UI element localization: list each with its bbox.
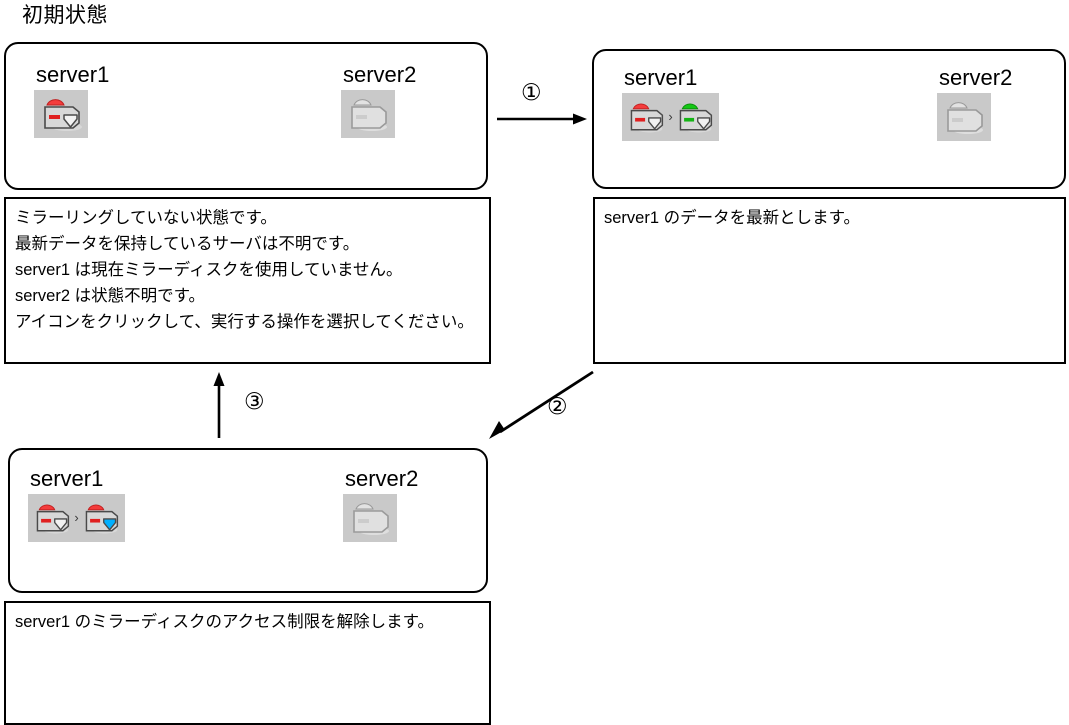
mirror-disk-disabled-icon[interactable] — [346, 94, 390, 134]
description-box-step2: server1 のミラーディスクのアクセス制限を解除します。 — [4, 601, 491, 725]
arrow-step-3 — [213, 372, 225, 438]
server-block-server2: server2 — [341, 62, 416, 138]
mirror-disk-disabled-icon[interactable] — [348, 498, 392, 538]
icon-tray[interactable] — [343, 494, 397, 542]
mirror-disk-green-icon[interactable] — [675, 98, 715, 136]
description-line: ミラーリングしていない状態です。 — [15, 209, 277, 227]
arrow-step-1 — [497, 113, 587, 125]
step-number-1: ① — [521, 80, 542, 106]
icon-tray[interactable] — [34, 90, 88, 138]
description-line: server1 のミラーディスクのアクセス制限を解除します。 — [15, 613, 434, 631]
description-line: server1 のデータを最新とします。 — [604, 209, 860, 227]
step-number-2: ② — [547, 394, 568, 420]
panel-step1-state: server1 › ser — [592, 49, 1066, 189]
server-label: server2 — [343, 62, 417, 87]
server-label: server1 — [30, 466, 104, 491]
server-label: server2 — [939, 65, 1013, 90]
page-title: 初期状態 — [22, 4, 108, 27]
server-block-server1: server1 › — [28, 466, 125, 542]
panel-step2-state: server1 › ser — [8, 448, 488, 593]
description-line: アイコンをクリックして、実行する操作を選択してください。 — [15, 313, 474, 331]
arrow-step-2 — [489, 370, 594, 439]
mirror-disk-red-icon[interactable] — [39, 94, 83, 134]
mirror-disk-red-icon[interactable] — [32, 499, 72, 537]
server-label: server1 — [36, 62, 110, 87]
description-line: server2 は状態不明です。 — [15, 287, 205, 305]
transition-chevron-icon: › — [668, 109, 673, 124]
icon-tray[interactable]: › — [28, 494, 125, 542]
panel-initial-state: server1 server2 — [4, 42, 488, 190]
mirror-disk-red-icon[interactable] — [626, 98, 666, 136]
icon-tray[interactable]: › — [622, 93, 719, 141]
description-line: 最新データを保持しているサーバは不明です。 — [15, 235, 360, 253]
icon-tray[interactable] — [341, 90, 395, 138]
mirror-disk-red-blue-icon[interactable] — [81, 499, 121, 537]
server-block-server2: server2 — [937, 65, 1012, 141]
description-line: server1 は現在ミラーディスクを使用していません。 — [15, 261, 403, 279]
mirror-disk-disabled-icon[interactable] — [942, 97, 986, 137]
icon-tray[interactable] — [937, 93, 991, 141]
server-block-server1: server1 › — [622, 65, 719, 141]
step-number-3: ③ — [244, 389, 265, 415]
server-block-server1: server1 — [34, 62, 109, 138]
description-box-step1: server1 のデータを最新とします。 — [593, 197, 1066, 364]
server-label: server2 — [345, 466, 419, 491]
description-box-initial: ミラーリングしていない状態です。 最新データを保持しているサーバは不明です。 s… — [4, 197, 491, 364]
transition-chevron-icon: › — [74, 510, 79, 525]
server-label: server1 — [624, 65, 698, 90]
server-block-server2: server2 — [343, 466, 418, 542]
